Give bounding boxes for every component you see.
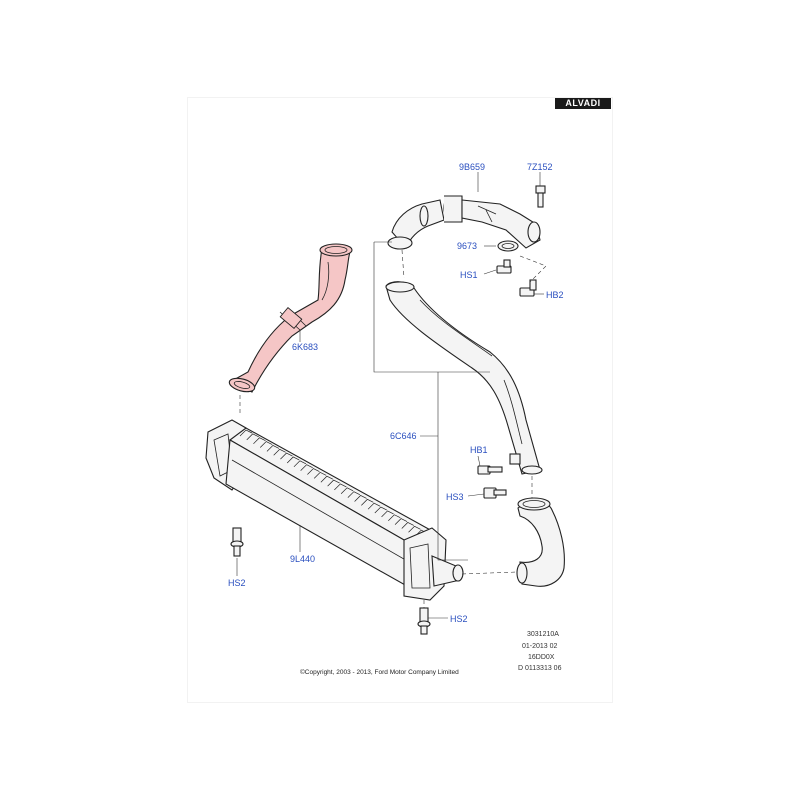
ref-line3: 16DD0X (528, 654, 555, 661)
bolt-7z152[interactable] (535, 185, 546, 208)
label-7z152: 7Z152 (527, 162, 553, 172)
bolt-hs2-bottom[interactable] (417, 607, 431, 635)
bolt-hs2-left[interactable] (230, 527, 244, 557)
hose-9b659[interactable] (387, 195, 541, 250)
pipe-6c646[interactable] (385, 281, 543, 475)
label-hs1: HS1 (460, 270, 478, 280)
copyright-notice: ©Copyright, 2003 - 2013, Ford Motor Comp… (300, 668, 459, 676)
ref-line1: 3031210A (527, 631, 559, 638)
label-hb1: HB1 (470, 445, 488, 455)
label-hs2-bottom: HS2 (450, 614, 468, 624)
label-9l440: 9L440 (290, 554, 315, 564)
brand-badge: ALVADI (555, 98, 611, 109)
ref-line4: D 0113313 06 (518, 665, 562, 672)
label-9b659: 9B659 (459, 162, 485, 172)
label-hs3: HS3 (446, 492, 464, 502)
label-9673: 9673 (457, 241, 477, 251)
clip-9673[interactable] (497, 240, 519, 252)
bolt-hs1[interactable] (496, 259, 512, 274)
label-6c646: 6C646 (390, 431, 417, 441)
bolt-hs3[interactable] (483, 487, 507, 499)
bolt-hb1[interactable] (477, 465, 503, 475)
intercooler-9l440[interactable] (205, 419, 464, 601)
label-hs2-left: HS2 (228, 578, 246, 588)
bolt-hb2[interactable] (519, 279, 537, 297)
label-hb2: HB2 (546, 290, 564, 300)
hose-6k683[interactable] (228, 243, 353, 394)
ref-line2: 01-2013 02 (522, 643, 558, 650)
label-6k683: 6K683 (292, 342, 318, 352)
hose-lower-elbow[interactable] (516, 497, 565, 587)
